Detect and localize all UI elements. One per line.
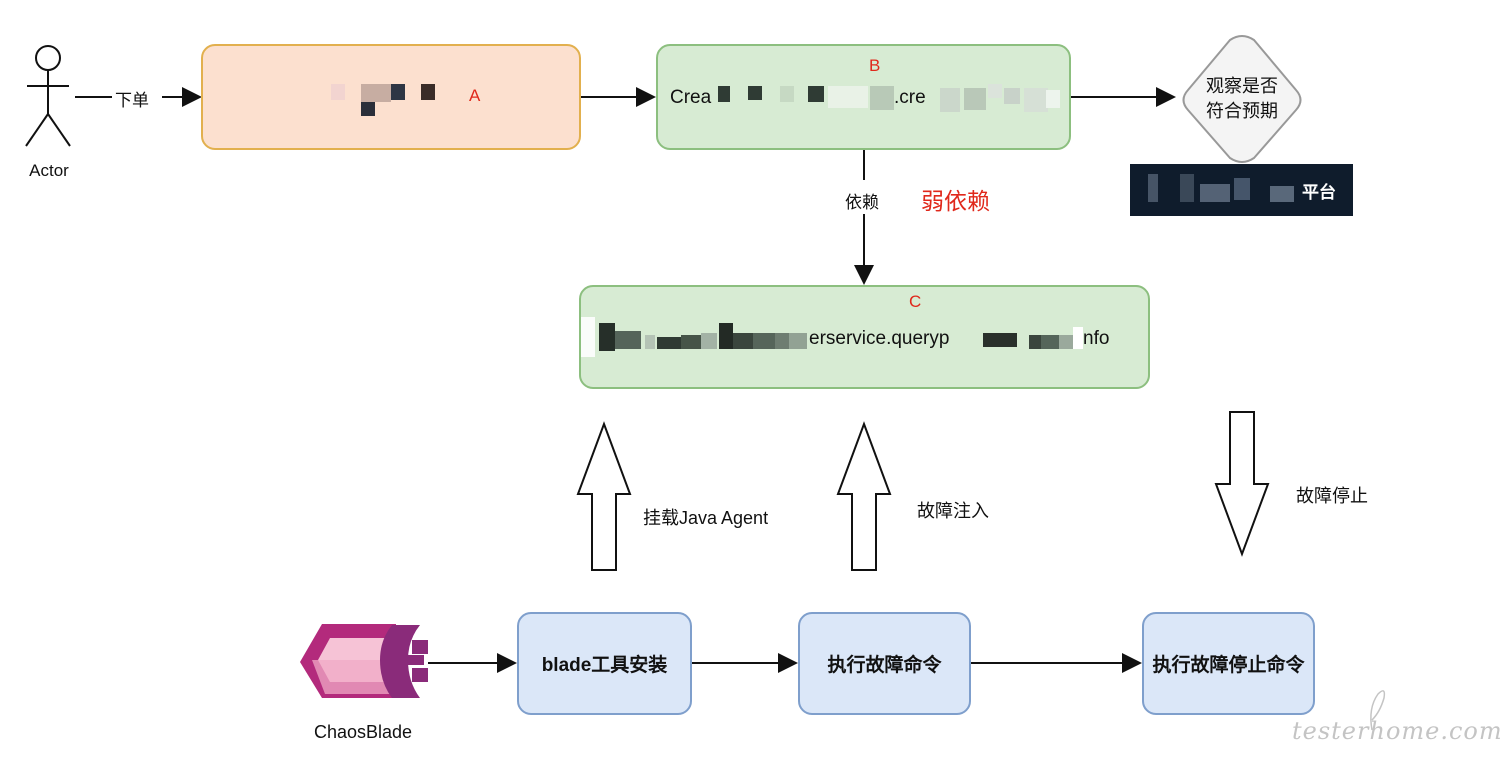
redacted-block <box>718 86 730 102</box>
redacted-block <box>1059 335 1073 349</box>
weak-dependency-note: 弱依赖 <box>921 188 990 214</box>
redacted-block <box>753 333 775 349</box>
redacted-block <box>1041 335 1059 349</box>
dependency-edge-label: 依赖 <box>845 188 879 213</box>
redacted-block <box>983 333 1017 347</box>
redacted-block <box>581 317 595 357</box>
decision-diamond <box>1182 35 1302 163</box>
actor-icon <box>25 45 71 147</box>
step-blade-install: blade工具安装 <box>517 612 692 715</box>
redacted-block <box>1024 88 1048 112</box>
redacted-block <box>701 333 717 349</box>
redacted-block <box>1200 184 1230 202</box>
redacted-block <box>775 333 789 349</box>
redacted-block <box>645 335 655 349</box>
redacted-block <box>331 84 345 100</box>
edge-label-order: 下单 <box>115 86 149 111</box>
label-fault-inject: 故障注入 <box>917 501 989 521</box>
step-stop-fault: 执行故障停止命令 <box>1142 612 1315 715</box>
node-c-text-mid: erservice.queryp <box>809 328 950 349</box>
step-execute-fault: 执行故障命令 <box>798 612 971 715</box>
hollow-arrow-inject <box>836 421 892 571</box>
decision-line-1: 观察是否 <box>1206 76 1278 96</box>
redacted-block <box>719 323 733 349</box>
chaosblade-logo <box>300 624 428 698</box>
node-a: A <box>201 44 581 150</box>
redacted-block <box>361 102 375 116</box>
decision-label: 观察是否 符合预期 <box>1182 74 1302 124</box>
chaosblade-label: ChaosBlade <box>313 722 413 742</box>
node-b-letter: B <box>869 56 881 75</box>
redacted-block <box>1234 178 1250 200</box>
redacted-block <box>733 333 753 349</box>
step-execute-fault-label: 执行故障命令 <box>827 655 942 676</box>
platform-banner: 平台 <box>1130 164 1353 216</box>
actor-label: Actor <box>29 161 69 180</box>
redacted-block <box>988 84 1002 98</box>
step-stop-fault-label: 执行故障停止命令 <box>1152 655 1305 676</box>
node-a-letter: A <box>469 86 481 105</box>
redacted-block <box>681 335 701 349</box>
decision-line-2: 符合预期 <box>1206 101 1278 121</box>
step-blade-install-label: blade工具安装 <box>541 655 668 676</box>
node-c-letter: C <box>909 292 922 311</box>
redacted-block <box>1180 174 1194 202</box>
redacted-block <box>828 86 868 108</box>
redacted-block <box>657 337 681 349</box>
hollow-arrow-mount <box>576 421 632 571</box>
redacted-block <box>1148 174 1158 202</box>
redacted-block <box>780 86 794 102</box>
redacted-block <box>1004 88 1020 104</box>
redacted-block <box>789 333 807 349</box>
redacted-block <box>1046 90 1060 108</box>
redacted-block <box>940 88 960 112</box>
redacted-block <box>1029 335 1041 349</box>
watermark: testerhome.com <box>1292 717 1500 745</box>
node-c: C erservice.queryp nfo <box>579 285 1150 389</box>
redacted-block <box>599 323 615 351</box>
label-fault-stop: 故障停止 <box>1296 486 1368 506</box>
redacted-block <box>808 86 824 102</box>
node-b-text-start: Crea <box>670 87 712 108</box>
redacted-block <box>964 88 986 110</box>
node-b-text-mid: .cre <box>894 87 926 108</box>
redacted-block <box>361 84 391 102</box>
redacted-block <box>1073 327 1083 349</box>
platform-label: 平台 <box>1302 183 1336 202</box>
redacted-block <box>421 84 435 100</box>
watermark-swash <box>1370 690 1386 731</box>
label-mount-agent: 挂载Java Agent <box>643 508 769 528</box>
node-c-text-end: nfo <box>1083 328 1110 349</box>
redacted-block <box>748 86 762 100</box>
redacted-block <box>870 86 894 110</box>
redacted-block <box>615 331 641 349</box>
redacted-block <box>391 84 405 100</box>
node-b: B Crea .cre <box>656 44 1071 150</box>
hollow-arrow-stop <box>1214 411 1270 557</box>
redacted-block <box>1270 186 1294 202</box>
